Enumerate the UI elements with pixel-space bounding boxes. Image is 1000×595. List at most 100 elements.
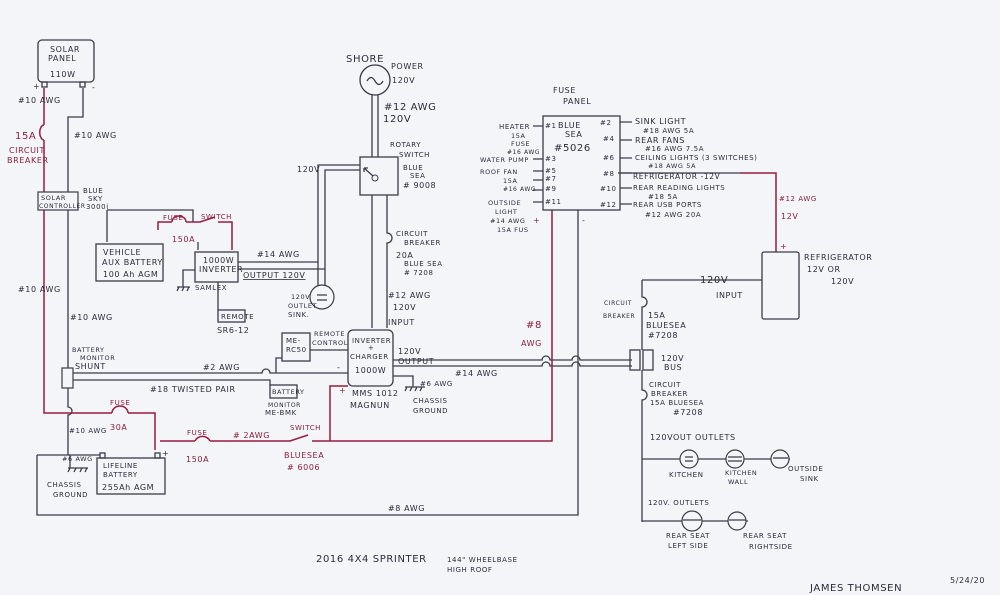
shore-switch-l3-label: BLUE bbox=[403, 164, 423, 172]
battery-monitor-me-bmk[interactable]: BATTERY bbox=[269, 384, 305, 399]
solar-wire-down-left-label: #10 AWG bbox=[18, 285, 61, 294]
aux-outlet-l2-label: OUTLET bbox=[288, 302, 317, 310]
fuse-panel-outside-notes-2-label: 15A FUS bbox=[497, 226, 529, 234]
inverter-charger-l3-label: CHARGER bbox=[350, 353, 389, 361]
aux-battery-l3-label: 100 Ah AGM bbox=[103, 270, 158, 279]
inverter-charger-ground-wire-label: #6 AWG bbox=[420, 380, 453, 388]
ac-bus-cb1-l1-label: CIRCUIT bbox=[604, 300, 632, 307]
fuse-panel-heater-notes-2-label: #16 AWG bbox=[507, 149, 540, 156]
house-ground-wire-label: #6 AWG bbox=[62, 455, 93, 463]
house-plus-label: + bbox=[162, 449, 169, 458]
fuse-panel-right-1-slot-label: #4 bbox=[603, 135, 615, 143]
fridge-l3-label: 120V bbox=[831, 277, 854, 286]
solar-breaker-l3-label: BREAKER bbox=[7, 156, 49, 165]
inverter-charger-out-label-label: OUTPUT bbox=[398, 357, 434, 366]
refrigerator bbox=[761, 251, 800, 320]
me-rc50-remote[interactable]: ME- RC50 bbox=[281, 332, 311, 362]
outlet-rear-seat-left[interactable] bbox=[681, 510, 703, 532]
fuse-panel-right-3-label-label: REFRIGERATOR -12V bbox=[633, 172, 721, 181]
title-wheelbase-label: 144" WHEELBASE bbox=[447, 556, 518, 564]
fridge-in-label-label: INPUT bbox=[716, 291, 743, 300]
inverter-charger-l1-label: INVERTER bbox=[352, 337, 391, 345]
aux-fuse-rating-label: 150A bbox=[172, 235, 195, 244]
fuse-panel-right-5-label-label: REAR USB PORTS bbox=[633, 201, 702, 209]
fuse-panel-left-3-slot-label: #7 bbox=[545, 175, 557, 183]
ac-bus-cb1-l2-label: BREAKER bbox=[603, 313, 635, 320]
shore-wire-v-label: 120V bbox=[383, 114, 411, 125]
remote-sr6[interactable]: REMOTE bbox=[217, 309, 254, 323]
aux-inverter-brand-label: SAMLEX bbox=[195, 284, 227, 292]
fuse-panel-left-1-label-label: WATER PUMP bbox=[480, 156, 529, 164]
house-switch-model-label: # 6006 bbox=[287, 463, 320, 472]
ac-bus-cb2-l1-label: CIRCUIT bbox=[649, 381, 681, 389]
inverter-charger-remote-l2-label: RC50 bbox=[286, 346, 307, 354]
fuse-panel-left-5-slot-label: #11 bbox=[545, 198, 562, 206]
solar-breaker-l2-label: CIRCUIT bbox=[9, 146, 45, 155]
fuse-panel-brand-l2-label: SEA bbox=[565, 130, 582, 139]
inverter-charger: INVERTER + CHARGER 1000W bbox=[347, 329, 394, 387]
shore-power[interactable] bbox=[359, 64, 391, 96]
shore-cb-l3-label: 20A bbox=[396, 251, 413, 260]
rotary-switch[interactable] bbox=[359, 156, 399, 196]
monitor-shunt-l1-label: BATTERY bbox=[72, 346, 105, 354]
ac-bus-outlets1-1-l1-label: KITCHEN bbox=[725, 469, 757, 477]
shore-in-v-label: 120V bbox=[393, 303, 416, 312]
ac-bus-outlets1-1-l2-label: WALL bbox=[728, 478, 748, 486]
outlet-outside-sink[interactable] bbox=[770, 449, 790, 469]
fridge-wire-v-label: 12V bbox=[781, 212, 798, 221]
solar-panel-l1-label: SOLAR bbox=[50, 45, 80, 54]
fuse-panel-model-label: #5026 bbox=[554, 143, 591, 154]
house-battery-l3-label: 255Ah AGM bbox=[102, 483, 154, 492]
solar-controller-l2-label: CONTROLLER bbox=[39, 203, 86, 210]
solar-controller-l1-label: SOLAR bbox=[41, 194, 66, 202]
monitor-twisted-label: #18 TWISTED PAIR bbox=[150, 385, 236, 394]
ac-bus-cb2-l3-label: 15A BLUESEA bbox=[650, 399, 704, 407]
fuse-panel-right-5-note-label: #12 AWG 20A bbox=[645, 211, 701, 219]
ac-bus-group1-label: 120VOUT OUTLETS bbox=[650, 433, 736, 442]
fuse-panel-left-circuits: #1 #3 #5 #7 #9 #11 HEATER 15A FUSE #16 A… bbox=[480, 122, 562, 234]
house-fuse150-label: FUSE bbox=[187, 429, 207, 437]
solar-plus-label: + bbox=[33, 82, 40, 91]
house-ground-l2-label: GROUND bbox=[53, 491, 88, 499]
fridge-wire-label: #12 AWG bbox=[779, 195, 817, 203]
shore-l2-label: POWER bbox=[391, 62, 424, 71]
ac-bus-group2-label: 120V. OUTLETS bbox=[648, 499, 709, 507]
inverter-1000w: 1000W INVERTER bbox=[194, 251, 243, 283]
ac-bus-cb1-rating-label: 15A bbox=[648, 311, 665, 320]
solar-controller: SOLAR CONTROLLER bbox=[37, 191, 86, 211]
shore-in-wire-label: #12 AWG bbox=[388, 291, 431, 300]
fuse-panel-heater-notes-1-label: FUSE bbox=[511, 140, 530, 148]
solar-wire-down-right-label: #10 AWG bbox=[70, 313, 113, 322]
fuse-panel-right-2-slot-label: #6 bbox=[603, 154, 615, 162]
fridge-l2-label: 12V OR bbox=[807, 265, 841, 274]
house-battery-l2-label: BATTERY bbox=[103, 471, 138, 479]
solar-brand-l3-label: 3000i bbox=[86, 203, 109, 211]
inverter-charger-l4-label: 1000W bbox=[355, 366, 386, 375]
fuse-panel-fan-notes-0-label: 15A bbox=[503, 177, 518, 185]
aux-inverter-l1-label: 1000W bbox=[203, 256, 234, 265]
fuse-panel-title-l2-label: PANEL bbox=[563, 97, 591, 106]
inverter-charger-ground-l2-label: GROUND bbox=[413, 407, 448, 415]
monitor-shunt-l2-label: MONITOR bbox=[80, 354, 115, 362]
aux-outlet-l1-label: 120V bbox=[291, 293, 310, 301]
shore-switch-l4-label: SEA bbox=[410, 172, 425, 180]
sink-outlet[interactable] bbox=[309, 284, 335, 310]
diagram-title: 2016 4X4 SPRINTER bbox=[316, 554, 427, 565]
ac-bus-bus-l2-label: BUS bbox=[664, 363, 682, 372]
aux-battery-l2-label: AUX BATTERY bbox=[102, 258, 163, 267]
fridge-plus-label: + bbox=[780, 242, 787, 251]
solar-brand-l1-label: BLUE bbox=[83, 187, 103, 195]
shore-in-label-label: INPUT bbox=[388, 318, 415, 327]
outlet-rear-seat-right[interactable] bbox=[727, 511, 747, 531]
outlet-kitchen-wall[interactable] bbox=[725, 449, 745, 469]
monitor-label-l1-label: MONITOR bbox=[268, 402, 301, 409]
solar-panel: SOLAR PANEL 110W + - bbox=[33, 39, 95, 92]
shore-left-v-label: 120V bbox=[297, 165, 320, 174]
aux-remote-label: REMOTE bbox=[221, 313, 254, 321]
house-wire2-label: # 2AWG bbox=[233, 431, 270, 440]
aux-outlet-l3-label: SINK. bbox=[288, 311, 310, 319]
outlet-kitchen[interactable] bbox=[679, 449, 699, 469]
fuse-panel-fan-notes-1-label: #16 AWG bbox=[503, 186, 536, 193]
house-wire8-label-label: #8 bbox=[526, 320, 542, 331]
inverter-charger-ground-l1-label: CHASSIS bbox=[413, 397, 448, 405]
